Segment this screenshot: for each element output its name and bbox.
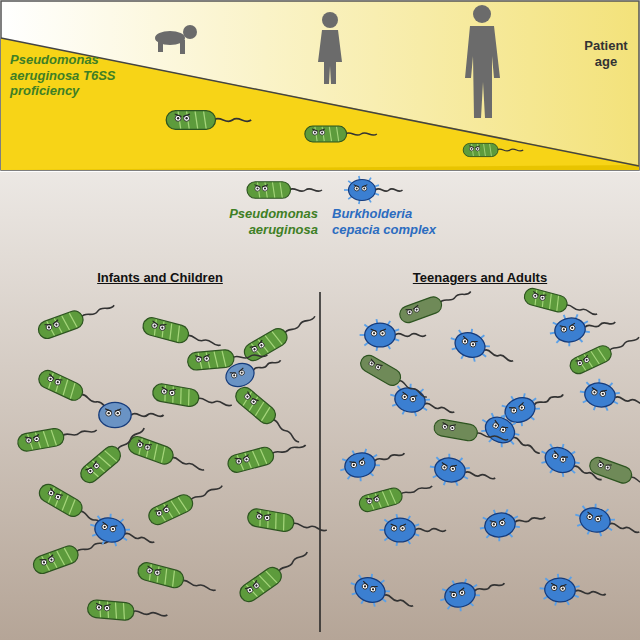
divider bbox=[319, 292, 321, 632]
people bbox=[155, 5, 500, 118]
bacteria bbox=[16, 176, 640, 624]
axis-label: Patient age bbox=[576, 38, 636, 69]
panel-heading: Infants and Children bbox=[10, 270, 310, 286]
age-band: Pseudomonas aeruginosa T6SS proficiency P… bbox=[0, 0, 640, 172]
ground bbox=[0, 172, 640, 640]
band-shape bbox=[0, 0, 640, 172]
band-heading: Pseudomonas aeruginosa T6SS proficiency bbox=[10, 52, 128, 99]
species-label: Burkholderia cepacia complex bbox=[332, 206, 462, 239]
panel-heading: Teenagers and Adults bbox=[330, 270, 630, 286]
species-label: Pseudomonas aeruginosa bbox=[178, 206, 318, 239]
